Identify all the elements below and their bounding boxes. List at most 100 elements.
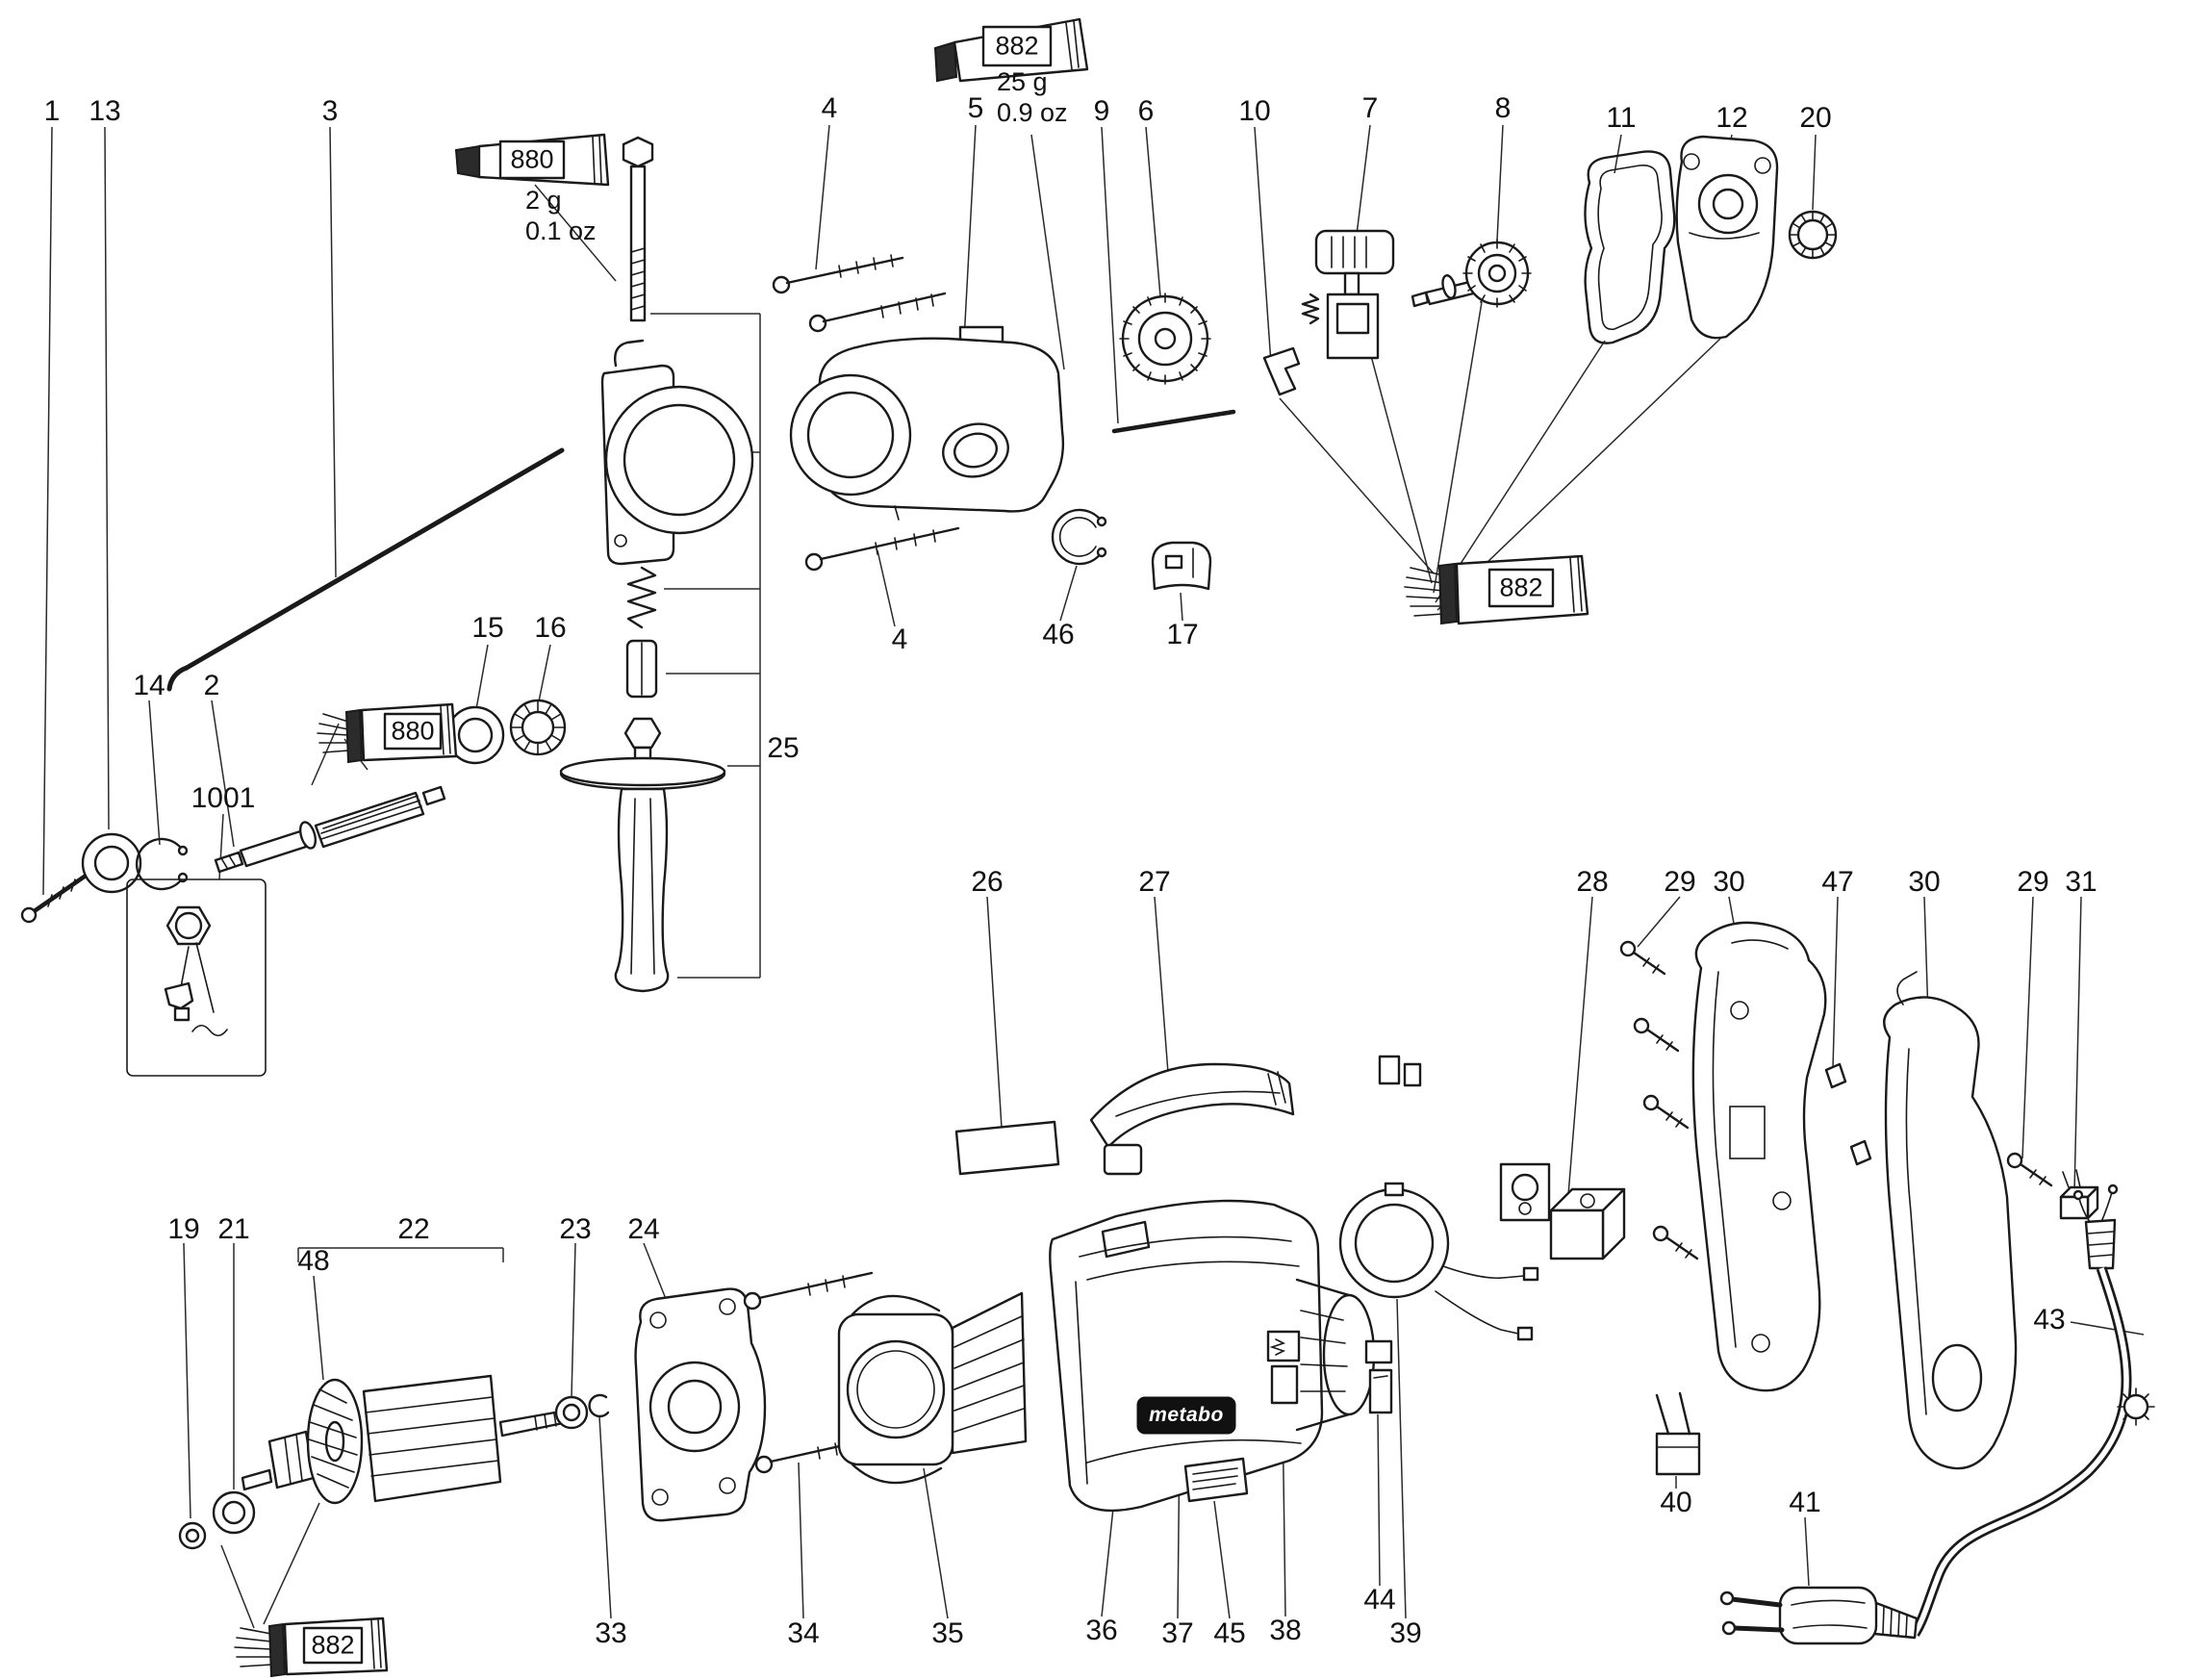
part-screw-29-right	[2006, 1152, 2053, 1187]
part-callout-20-12: 20	[1799, 102, 1832, 134]
part-switch-28	[1499, 1162, 1626, 1260]
tube-880-top-note-amount: 2 g	[525, 186, 562, 215]
part-callout-17-19: 17	[1166, 619, 1199, 650]
part-callout-34-39: 34	[787, 1617, 820, 1649]
part-spindle-2	[214, 785, 446, 874]
part-callout-38-44: 38	[1269, 1615, 1302, 1646]
part-rod-9	[1111, 409, 1236, 434]
part-housing-cover-12	[1675, 135, 1779, 340]
service-kit-1001-box	[126, 878, 267, 1077]
part-callout-5-4: 5	[967, 92, 984, 124]
tube-880-mid-label: 880	[391, 716, 435, 746]
part-callout-12-11: 12	[1716, 102, 1748, 134]
part-lock-washer-16	[509, 699, 567, 756]
part-callout-30-28: 30	[1908, 866, 1941, 898]
part-gear-6	[1119, 293, 1211, 385]
part-callout-9-5: 9	[1093, 95, 1110, 127]
part-callout-45-43: 45	[1213, 1617, 1246, 1649]
part-gear-housing-5	[789, 325, 1065, 521]
part-motor-housing-36	[1049, 1199, 1376, 1513]
part-switch-slide-7	[1301, 229, 1395, 360]
part-pinion-8	[1411, 239, 1532, 308]
part-callout-29-25: 29	[1664, 866, 1696, 898]
part-washer-13	[81, 832, 142, 894]
tube-880-top-label: 880	[510, 144, 554, 174]
part-knob-17	[1151, 541, 1212, 591]
part-callout-8-9: 8	[1494, 92, 1512, 124]
part-callout-24-35: 24	[627, 1213, 660, 1245]
part-callout-3-2: 3	[321, 95, 339, 127]
part-screws-4-top	[772, 254, 947, 333]
part-callout-1-0: 1	[43, 95, 61, 127]
part-bearing-15	[445, 705, 505, 765]
part-screw-1	[20, 871, 91, 924]
part-retaining-ring-14	[135, 837, 189, 891]
part-clip-10	[1262, 346, 1301, 396]
part-callout-43-37: 43	[2033, 1304, 2066, 1336]
part-callout-48-36: 48	[297, 1245, 330, 1277]
part-callout-47-27: 47	[1821, 866, 1854, 898]
grease-tube-882-top	[933, 17, 1089, 83]
part-handle-bolt	[622, 136, 654, 322]
tube-882-bottom-label: 882	[311, 1630, 355, 1660]
part-handle-half-30-right	[1883, 971, 2018, 1470]
part-field-35	[837, 1291, 1028, 1485]
grease-tube-880-mid	[317, 702, 458, 764]
part-circlip-33	[588, 1393, 610, 1418]
leader-lines	[42, 124, 2145, 1629]
part-callout-22-33: 22	[397, 1213, 430, 1245]
part-callout-35-40: 35	[931, 1617, 964, 1649]
part-bearing-plate-24	[634, 1287, 767, 1522]
part-callout-14-15: 14	[133, 670, 165, 701]
part-screw-4-mid	[804, 526, 960, 572]
part-callout-1001-21: 1001	[191, 782, 256, 814]
part-callout-31-30: 31	[2065, 866, 2097, 898]
part-callout-40-47: 40	[1660, 1487, 1692, 1518]
part-clamp-ring	[600, 339, 754, 566]
metabo-logo-text: metabo	[1149, 1404, 1224, 1426]
part-power-plug-41	[1719, 1586, 1919, 1645]
part-callout-15-13: 15	[471, 612, 504, 644]
part-callout-7-8: 7	[1361, 92, 1379, 124]
part-depth-rod-3	[166, 447, 565, 692]
part-callout-4-3: 4	[821, 92, 838, 124]
part-callout-39-46: 39	[1389, 1617, 1422, 1649]
part-baffle-ring-39	[1338, 1182, 1539, 1341]
part-callout-36-41: 36	[1085, 1615, 1118, 1646]
part-callout-16-14: 16	[534, 612, 567, 644]
part-handle-half-30-left	[1691, 921, 1827, 1392]
part-armature-22	[241, 1374, 570, 1505]
part-spring	[626, 566, 657, 629]
part-circlip-46	[1051, 508, 1107, 566]
part-pins-47	[1824, 1062, 1872, 1166]
part-callout-13-1: 13	[89, 95, 121, 127]
part-nut-20	[1788, 210, 1838, 260]
part-callout-27-23: 27	[1138, 866, 1171, 898]
part-callout-23-34: 23	[559, 1213, 592, 1245]
part-callout-26-22: 26	[971, 866, 1004, 898]
part-callout-29-29: 29	[2017, 866, 2049, 898]
grease-tube-880-top	[454, 133, 610, 187]
part-callout-11-10: 11	[1606, 102, 1637, 134]
part-callout-41-48: 41	[1789, 1487, 1821, 1518]
part-gasket-11	[1584, 150, 1676, 344]
part-side-handle	[559, 717, 726, 993]
part-suppressor-40	[1655, 1391, 1701, 1476]
part-callout-30-26: 30	[1713, 866, 1745, 898]
part-fan-48	[306, 1378, 364, 1505]
grease-tube-882-right	[1404, 554, 1589, 625]
part-rating-label-45	[1183, 1457, 1249, 1503]
part-callout-2-16: 2	[203, 670, 220, 701]
part-cable-43	[1910, 1184, 2155, 1637]
part-callout-6-6: 6	[1137, 95, 1155, 127]
part-screws-34	[743, 1271, 889, 1474]
part-carbon-brush-38	[1266, 1330, 1301, 1405]
part-callout-10-7: 10	[1238, 95, 1271, 127]
part-pin	[625, 639, 658, 699]
part-callout-19-31: 19	[167, 1213, 200, 1245]
part-callout-37-42: 37	[1161, 1617, 1194, 1649]
tube-882-top-label: 882	[995, 31, 1039, 61]
tube-882-top-note-oz: 0.9 oz	[997, 98, 1068, 127]
